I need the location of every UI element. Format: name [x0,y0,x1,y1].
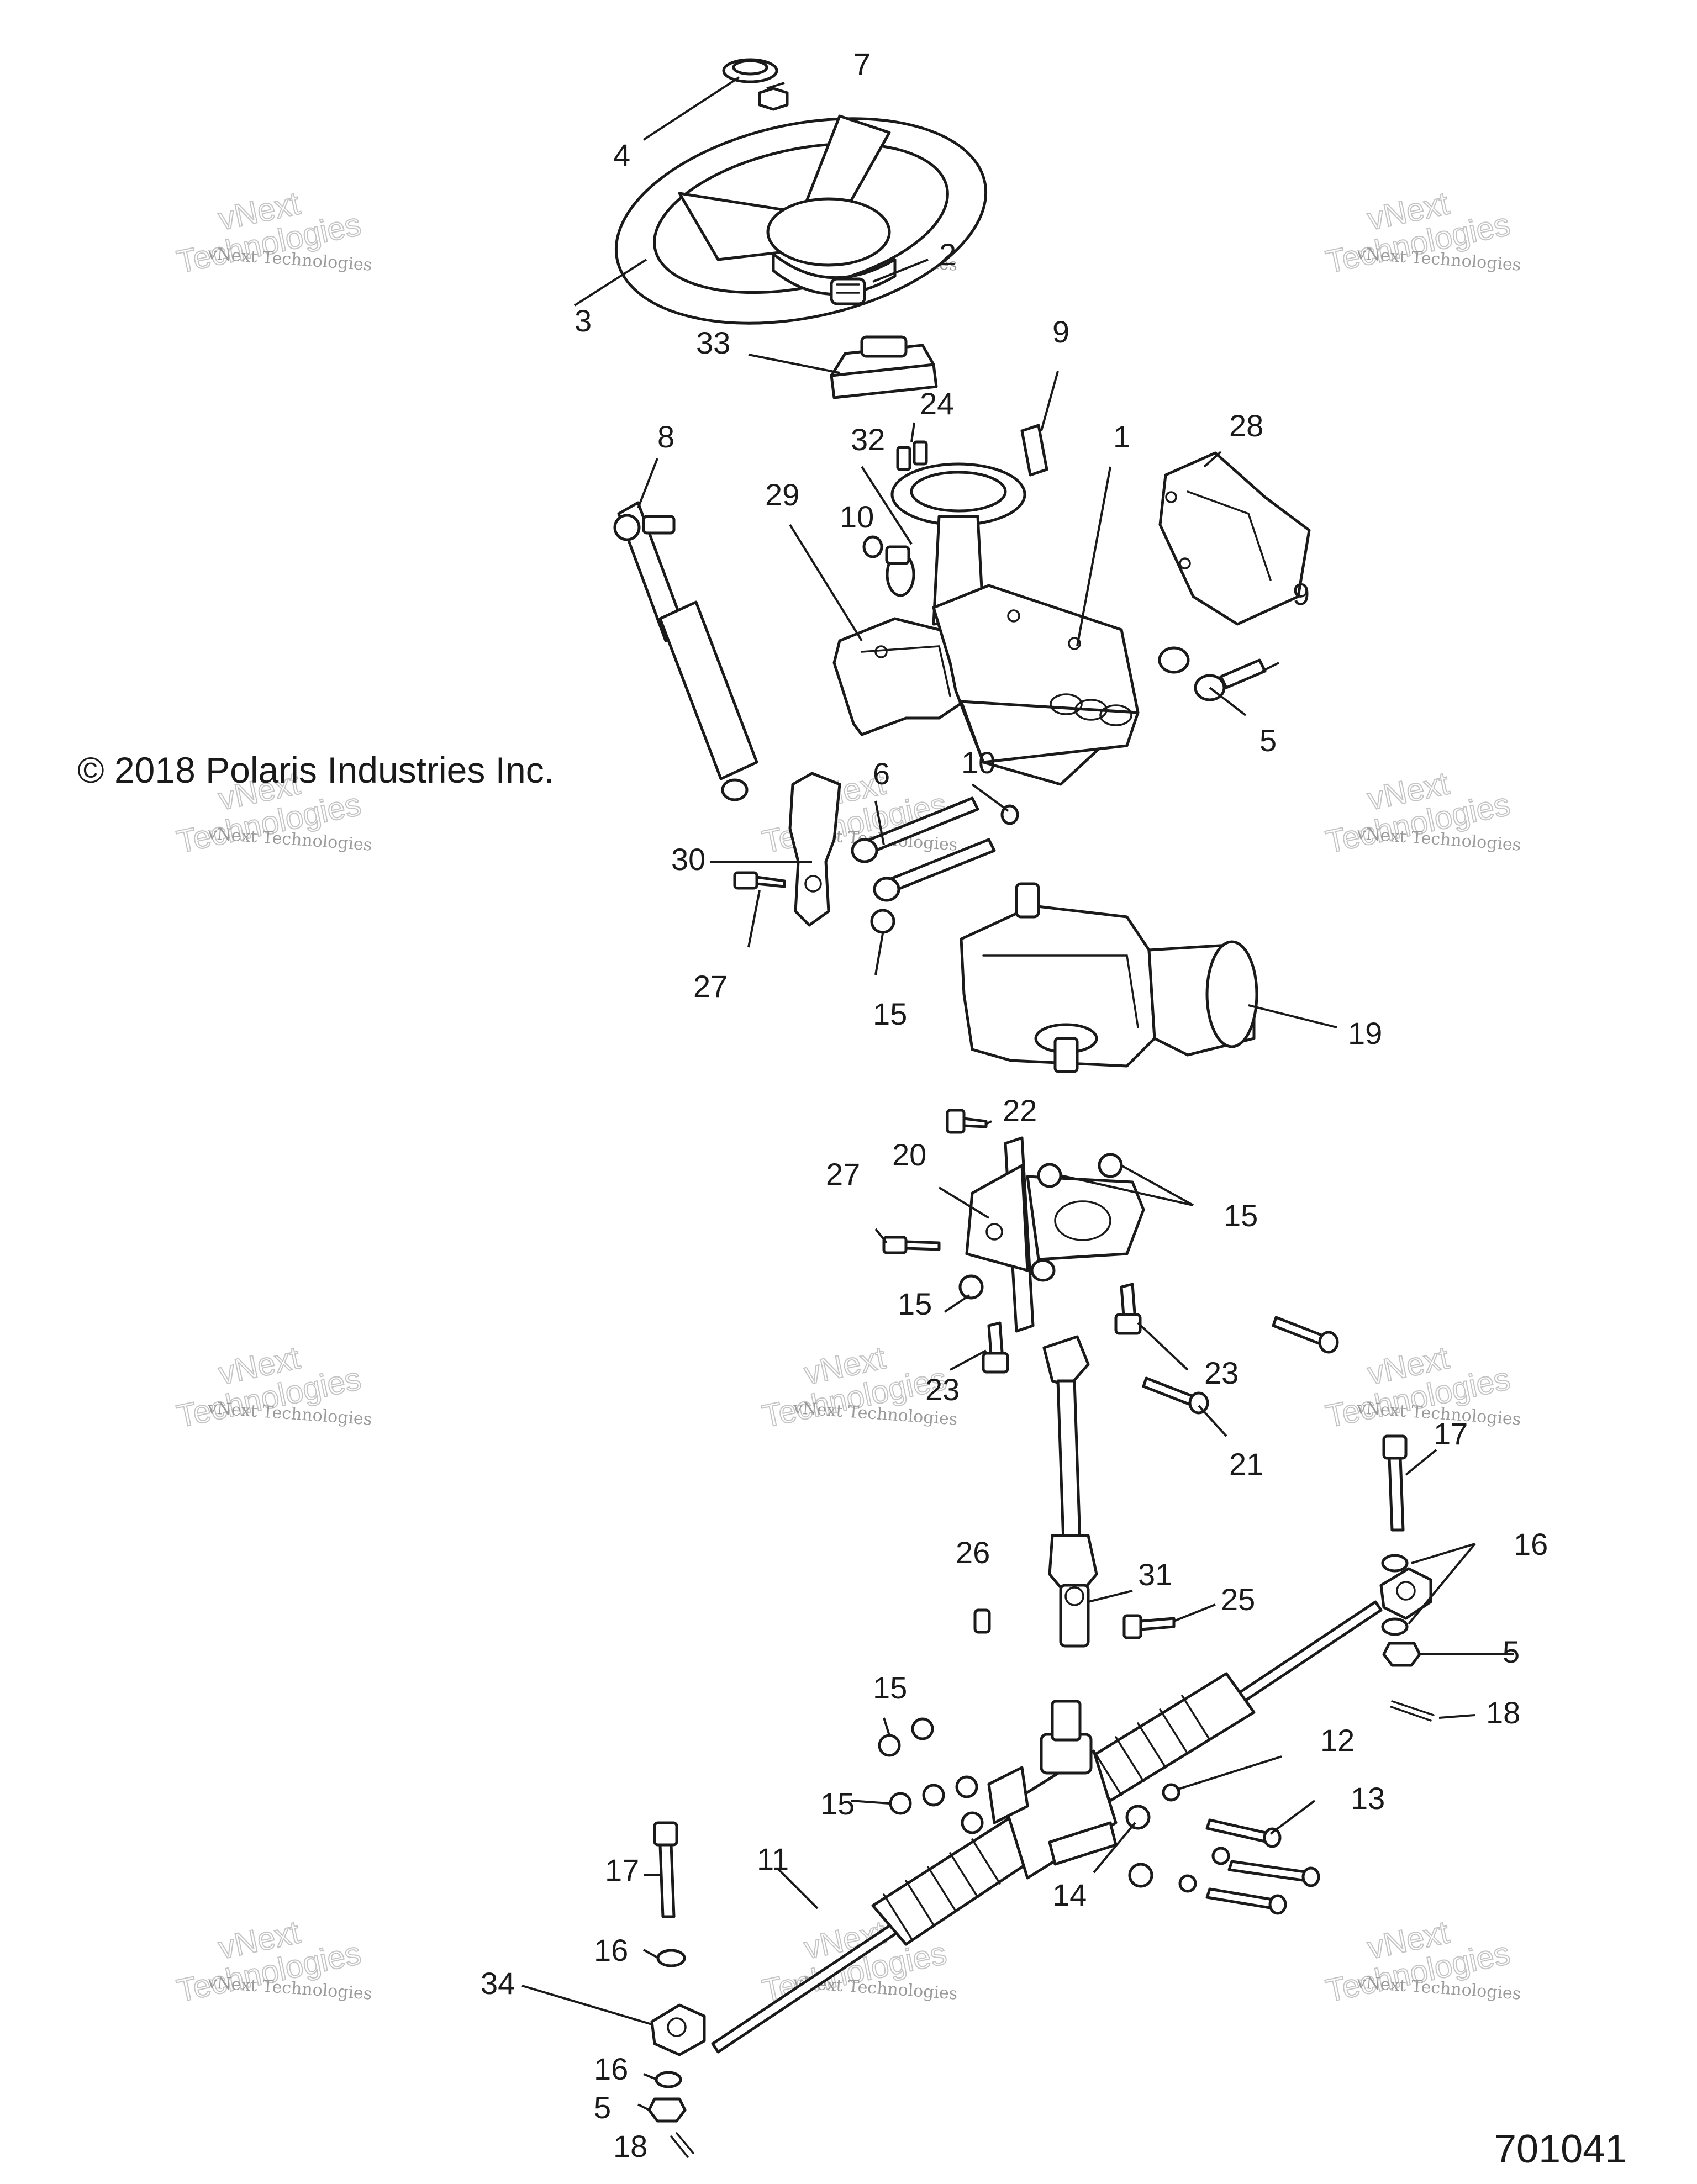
callout-c33: 33 [696,325,730,360]
callout-c20: 20 [892,1137,926,1172]
callout-c17a: 17 [1434,1416,1468,1451]
tie-rod-bolt-17b [653,1821,678,1918]
small-nut-10a [862,535,883,558]
steering-rack [711,1600,1383,2054]
callout-c22: 22 [1003,1093,1037,1128]
nut-5b [1382,1642,1421,1667]
nut-15c [958,1259,1056,1300]
callout-c7: 7 [853,46,871,81]
callout-c28: 28 [1229,408,1263,443]
callout-c3: 3 [575,303,592,338]
callout-c17b: 17 [605,1853,639,1887]
column-bracket [890,462,1140,786]
callout-c25: 25 [1221,1582,1255,1617]
bolt-9a [1020,424,1048,477]
bolt-21 [1142,1316,1339,1415]
callout-c10b: 10 [961,745,995,780]
rack-bolts-13 [1205,1818,1320,1915]
u-joint-yoke [788,772,841,927]
leader-lines [521,76,1514,2111]
cotter-pin-18a [1390,1700,1435,1722]
bolts-23 [982,1283,1142,1374]
eps-mount-bracket [965,1136,1145,1333]
pivot-pins [851,796,996,902]
spline-hub [830,277,866,305]
callout-c6: 6 [873,756,890,791]
callout-c18a: 18 [1486,1695,1520,1730]
bolt-27b [882,1236,941,1254]
callout-c8: 8 [657,419,674,454]
callout-c21: 21 [1229,1447,1263,1481]
power-steering-unit [960,882,1258,1073]
callout-c5b: 5 [1503,1634,1520,1669]
callout-c11: 11 [757,1842,789,1876]
washer-16c [655,2071,682,2088]
hub-adapter [830,335,938,399]
nut-5c [647,2097,687,2123]
callout-c23b: 23 [1204,1355,1239,1390]
callout-numbers: 1234555678991010111213141515151515161616… [481,46,1548,2164]
callout-c16a: 16 [1514,1527,1548,1561]
callout-c5a: 5 [1259,723,1277,758]
copyright-notice: © 2018 Polaris Industries Inc. [77,750,554,790]
gas-strut [613,501,758,801]
tie-rod-end-right [1379,1567,1432,1620]
rack-nuts-15d [878,1717,984,1834]
tie-rod-bolt-17a [1382,1434,1408,1532]
callout-c27b: 27 [826,1157,860,1191]
callout-c5c: 5 [594,2090,611,2125]
bolt-27a [733,871,786,890]
callout-c9b: 9 [1293,577,1310,611]
left-cover [832,617,974,736]
tie-rod-end-left [650,2003,706,2056]
washer-16b [656,1949,686,1967]
bolt-25 [1122,1614,1176,1639]
intermediate-shaft [1042,1335,1098,1648]
bolt-9b [1219,658,1267,689]
callout-c34: 34 [481,1966,515,2001]
wheel-nut [758,87,789,111]
nut-15a [870,909,895,934]
callout-c15e: 15 [820,1786,855,1821]
callout-c23a: 23 [925,1372,960,1407]
callout-c29: 29 [765,477,799,512]
wheel-cap [722,58,778,83]
callout-c32: 32 [851,422,885,457]
callout-c27a: 27 [693,969,728,1004]
callout-c12: 12 [1320,1723,1355,1758]
rack-nuts-14 [1125,1805,1153,1888]
callout-c2: 2 [939,237,956,272]
cotter-pin-18b [670,2132,694,2158]
callout-c26: 26 [956,1535,990,1570]
callout-c30: 30 [671,842,705,877]
callout-c15b: 15 [1224,1198,1258,1233]
callout-c10a: 10 [840,499,874,534]
washers-16a [1381,1554,1409,1636]
callout-c4: 4 [613,138,630,172]
tilt-switch [885,545,915,597]
bolt-24 [896,440,928,471]
callout-c13: 13 [1351,1781,1385,1816]
callout-c16b: 16 [594,1933,628,1967]
steering-wheel [614,114,988,325]
callout-c9a: 9 [1052,314,1069,349]
right-cover [1158,451,1311,626]
figure-number: 701041 [1494,2127,1627,2171]
callout-c1: 1 [1113,419,1130,454]
callout-c16c: 16 [594,2051,628,2086]
callout-c15a: 15 [873,996,907,1031]
callout-c14: 14 [1052,1877,1087,1912]
bolt-22 [946,1109,988,1134]
callout-c24: 24 [920,386,954,421]
key-26 [973,1608,991,1634]
callout-c15c: 15 [898,1286,932,1321]
callout-c15d: 15 [873,1670,907,1705]
callout-c18b: 18 [613,2129,647,2164]
callout-c19: 19 [1348,1016,1382,1051]
rack-washers-12 [1162,1783,1230,1893]
callout-c31: 31 [1138,1557,1172,1592]
